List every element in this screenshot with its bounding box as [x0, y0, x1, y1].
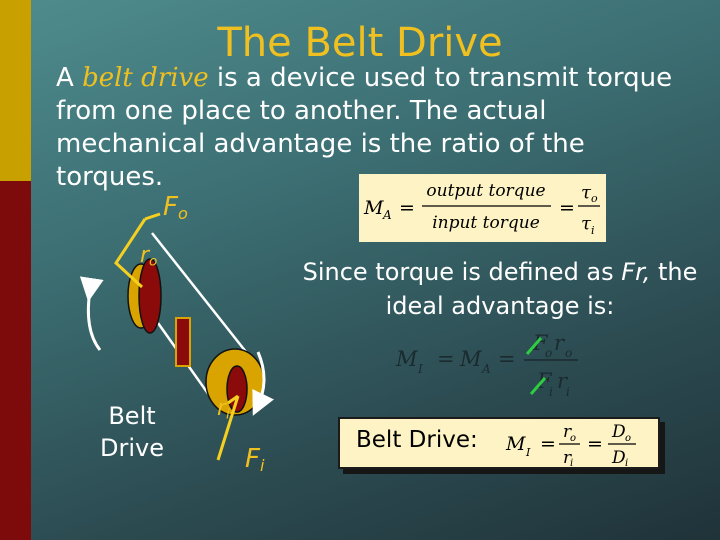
belt-upper-segment: [151, 232, 255, 363]
ro-numerator: r: [554, 331, 566, 355]
belt-ro-num-sub: o: [570, 433, 576, 444]
ma-subscript-ideal: A: [481, 362, 491, 376]
accent-bar-gold: [0, 0, 31, 181]
tau-output-subscript: o: [591, 192, 598, 205]
ri-label-main: r: [217, 396, 227, 421]
ma-equals-2: =: [559, 197, 575, 219]
rotation-arrow-left-icon: [79, 276, 104, 351]
ri-denominator: r: [557, 369, 569, 393]
belt-equals-1: =: [540, 433, 556, 455]
fi-denominator-subscript: i: [549, 385, 553, 399]
since-after: the ideal advantage is:: [385, 258, 698, 320]
fo-numerator: F: [532, 331, 549, 355]
belt-equals-2: =: [587, 433, 603, 455]
fi-force-arrow: [216, 395, 240, 461]
belt-do-num-sub: o: [625, 433, 631, 444]
small-pulley-front: [226, 365, 248, 413]
tau-input-symbol: τ: [581, 213, 592, 234]
intro-rest: is a device used to transmit torque from…: [56, 63, 673, 192]
input-torque-text: input torque: [432, 213, 540, 233]
belt-ro-num: r: [563, 422, 572, 442]
belt-drive-formula-label: Belt Drive:: [356, 427, 478, 453]
ri-label: ri: [217, 396, 230, 422]
since-before: Since torque is defined as: [302, 258, 622, 286]
fi-label-main: F: [245, 444, 260, 474]
since-text: Since torque is defined as Fr, the ideal…: [300, 255, 700, 323]
tau-input-subscript: i: [591, 224, 595, 237]
ro-numerator-subscript: o: [565, 346, 572, 360]
rotation-arrow-right-icon: [252, 351, 275, 416]
belt-mi-subscript: I: [525, 446, 531, 459]
intro-emphasis: belt drive: [82, 63, 209, 93]
ro-label-main: r: [140, 243, 150, 268]
ideal-equals-2: =: [498, 347, 516, 371]
mi-symbol: M: [395, 347, 418, 371]
belt-mi-symbol: M: [505, 433, 526, 455]
fi-denominator: F: [536, 369, 553, 393]
fo-label: Fo: [163, 192, 188, 223]
ma-subscript: A: [382, 208, 392, 222]
ri-denominator-subscript: i: [566, 385, 570, 399]
large-pulley-radius-arms: [114, 218, 147, 289]
fo-label-sub: o: [177, 204, 188, 224]
fo-force-arrow: [144, 212, 161, 221]
fo-numerator-subscript: o: [545, 346, 552, 360]
ideal-equals-1: =: [437, 347, 455, 371]
belt-drive-formula: M I = r o r i = D o D i: [505, 422, 636, 467]
belt-ri-den-sub: i: [570, 458, 573, 467]
cancel-stroke-bottom: [529, 377, 547, 395]
belt-drive-formula-box: Belt Drive: M I = r o r i = D o D i: [338, 417, 660, 469]
cancel-stroke-top: [525, 337, 543, 355]
large-pulley-front: [138, 258, 162, 334]
ro-label: ro: [140, 243, 157, 269]
belt-do-num: D: [611, 422, 626, 442]
belt-di-den-sub: i: [625, 458, 628, 467]
actual-advantage-formula-box: M A = output torque input torque = τ o τ…: [359, 174, 606, 242]
fi-label: Fi: [245, 444, 264, 475]
accent-bar-red: [0, 181, 31, 540]
belt-drive-label: Belt Drive: [100, 402, 164, 462]
belt-ri-den: r: [563, 448, 572, 467]
support-bracket: [175, 317, 191, 367]
intro-paragraph: A belt drive is a device used to transmi…: [56, 62, 696, 194]
tau-output-symbol: τ: [581, 182, 592, 203]
mi-subscript: I: [417, 362, 423, 376]
ma-symbol: M: [363, 197, 384, 219]
ma-symbol-ideal: M: [459, 347, 482, 371]
ma-equals: =: [399, 197, 415, 219]
ri-label-sub: i: [226, 406, 230, 423]
since-italic: Fr,: [621, 258, 651, 286]
belt-di-den: D: [611, 448, 626, 467]
intro-prefix: A: [56, 63, 83, 93]
ro-label-sub: o: [149, 253, 158, 270]
output-torque-text: output torque: [426, 181, 545, 201]
slide-title: The Belt Drive: [217, 20, 503, 66]
fi-label-sub: i: [259, 456, 265, 476]
actual-advantage-formula: M A = output torque input torque = τ o τ…: [363, 181, 600, 237]
fo-label-main: F: [163, 192, 178, 222]
